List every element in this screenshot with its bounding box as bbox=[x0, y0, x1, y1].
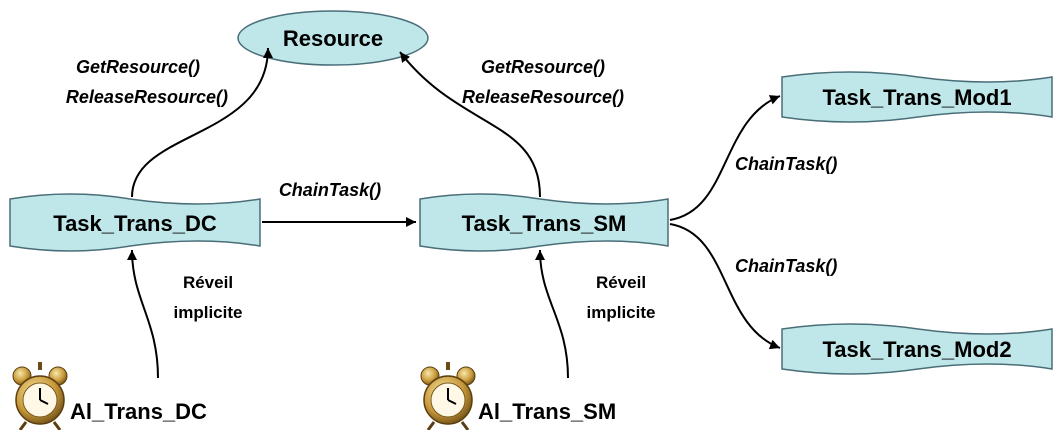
arrow-dc-to-resource bbox=[131, 47, 273, 198]
task-trans-dc-label: Task_Trans_DC bbox=[53, 211, 217, 236]
wake-dc-label-line2: implicite bbox=[174, 303, 243, 322]
arrow-alarm-dc-to-dc bbox=[127, 249, 159, 379]
alarm-dc-label: Al_Trans_DC bbox=[70, 399, 207, 424]
chain-sm-mod2-label: ChainTask() bbox=[735, 256, 837, 276]
left-getresource-label: GetResource() bbox=[76, 57, 200, 77]
arrow-sm-to-mod1 bbox=[669, 95, 781, 221]
task-trans-dc-node: Task_Trans_DC bbox=[9, 193, 261, 252]
task-trans-sm-node: Task_Trans_SM bbox=[419, 193, 669, 252]
wake-dc-label-line1: Réveil bbox=[183, 273, 233, 292]
task-trans-mod2-label: Task_Trans_Mod2 bbox=[822, 337, 1011, 362]
chain-sm-mod1-label: ChainTask() bbox=[735, 154, 837, 174]
resource-label: Resource bbox=[283, 26, 383, 51]
task-trans-mod2-node: Task_Trans_Mod2 bbox=[781, 323, 1053, 375]
wake-sm-label-line1: Réveil bbox=[596, 273, 646, 292]
arrow-alarm-sm-to-sm bbox=[535, 249, 569, 379]
alarm-sm-label: Al_Trans_SM bbox=[478, 399, 616, 424]
left-releaseresource-label: ReleaseResource() bbox=[66, 87, 228, 107]
task-trans-sm-label: Task_Trans_SM bbox=[462, 211, 627, 236]
task-trans-mod1-label: Task_Trans_Mod1 bbox=[822, 85, 1011, 110]
resource-node: Resource bbox=[237, 10, 429, 66]
wake-sm-label-line2: implicite bbox=[587, 303, 656, 322]
arrow-sm-to-mod2 bbox=[669, 223, 781, 350]
right-getresource-label: GetResource() bbox=[481, 57, 605, 77]
arrow-sm-to-resource bbox=[399, 51, 541, 198]
task-trans-mod1-node: Task_Trans_Mod1 bbox=[781, 71, 1053, 123]
right-releaseresource-label: ReleaseResource() bbox=[462, 87, 624, 107]
alarm-clock-icon bbox=[12, 362, 68, 430]
alarm-clock-icon bbox=[420, 362, 476, 430]
chain-dc-sm-label: ChainTask() bbox=[279, 180, 381, 200]
